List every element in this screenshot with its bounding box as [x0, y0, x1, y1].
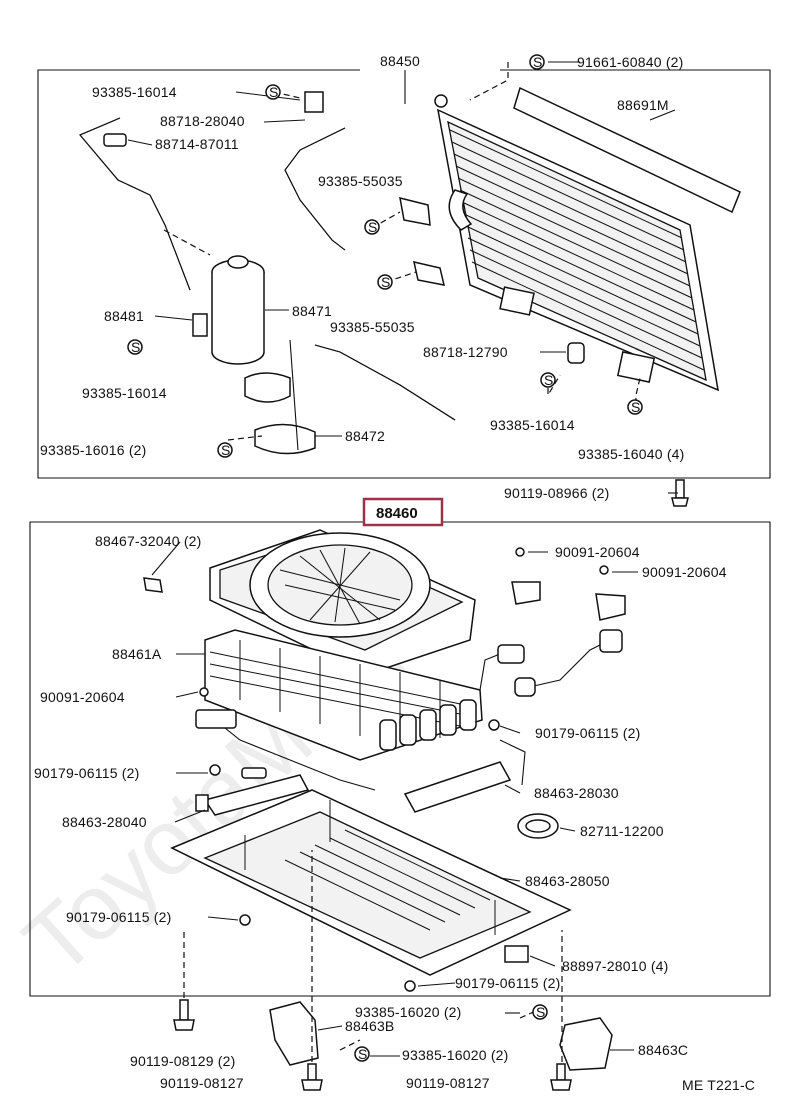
lower-callouts: 88467-32040 (2) 90091-20604 90091-20604 …	[34, 533, 727, 1091]
fan-motor-housing[interactable]	[209, 529, 476, 676]
callout-88463c[interactable]: 88463C	[638, 1042, 688, 1058]
fitting-88714[interactable]	[103, 133, 127, 147]
upper-group-label[interactable]: 88450	[380, 53, 420, 69]
connector-right-a[interactable]	[497, 644, 525, 664]
s-symbols: S S S S S S S S S S	[127, 54, 643, 1062]
wire-harness-left[interactable]	[214, 719, 376, 791]
callout-88463-28050[interactable]: 88463-28050	[525, 873, 610, 889]
lower-group-frame	[29, 521, 771, 997]
callout-90091-20604-b[interactable]: 90091-20604	[642, 564, 727, 580]
relay-bracket-a[interactable]	[511, 581, 541, 605]
lower-group-label[interactable]: 88460	[376, 505, 418, 522]
bolt-90119-08129[interactable]	[173, 999, 195, 1031]
callout-90119-08966[interactable]: 90119-08966 (2)	[504, 485, 609, 501]
fasteners-lower[interactable]	[199, 547, 609, 992]
callout-88691m[interactable]: 88691M	[617, 97, 669, 113]
callout-88718-12790[interactable]: 88718-12790	[423, 344, 508, 360]
clip-88718-12790[interactable]	[567, 342, 585, 364]
svg-text:S: S	[536, 1004, 546, 1020]
bracket-88463-28040[interactable]	[195, 774, 310, 816]
leader-lines	[127, 61, 678, 1057]
lower-tray[interactable]	[170, 789, 572, 976]
svg-text:S: S	[544, 372, 554, 388]
callout-90119-08127-a[interactable]: 90119-08127	[160, 1075, 244, 1091]
svg-text:S: S	[131, 339, 141, 355]
callout-93385-16014-c[interactable]: 93385-16014	[490, 417, 575, 433]
bracket-88463b[interactable]	[269, 1001, 319, 1066]
callout-88461a[interactable]: 88461A	[112, 646, 162, 662]
svg-text:S: S	[358, 1046, 368, 1062]
callout-88463b[interactable]: 88463B	[345, 1018, 394, 1034]
callout-82711-12200[interactable]: 82711-12200	[580, 823, 664, 839]
spacer-88897[interactable]	[504, 945, 529, 963]
callout-88472[interactable]: 88472	[345, 428, 385, 444]
callout-88463-28030[interactable]: 88463-28030	[534, 785, 619, 801]
clamp-82711[interactable]	[517, 813, 559, 839]
bolt-90119-08127-b[interactable]	[550, 1063, 572, 1091]
callout-90119-08127-b[interactable]: 90119-08127	[406, 1075, 490, 1091]
callout-91661-60840[interactable]: 91661-60840 (2)	[577, 54, 684, 70]
svg-text:S: S	[221, 442, 231, 458]
callout-93385-16014-a[interactable]: 93385-16014	[92, 84, 177, 100]
fuse-plug[interactable]	[241, 767, 267, 779]
callout-90091-20604-c[interactable]: 90091-20604	[40, 689, 125, 705]
callout-90179-06115-d[interactable]: 90179-06115 (2)	[455, 975, 560, 991]
bracket-upper-a[interactable]	[399, 196, 431, 226]
callout-88463-28040[interactable]: 88463-28040	[62, 814, 147, 830]
callout-90119-08129[interactable]: 90119-08129 (2)	[130, 1053, 235, 1069]
callout-88714-87011[interactable]: 88714-87011	[155, 136, 239, 152]
callout-90179-06115-a[interactable]: 90179-06115 (2)	[535, 725, 640, 741]
callout-90091-20604-a[interactable]: 90091-20604	[555, 544, 640, 560]
relay-bracket-b[interactable]	[595, 593, 626, 621]
pressure-switch[interactable]	[192, 313, 208, 337]
connector-left[interactable]	[195, 709, 237, 729]
callout-90179-06115-c[interactable]: 90179-06115 (2)	[66, 909, 171, 925]
callout-93385-16016[interactable]: 93385-16016 (2)	[40, 442, 147, 458]
svg-text:S: S	[631, 399, 641, 415]
callout-88718-28040[interactable]: 88718-28040	[160, 113, 245, 129]
lower-dashed-connectors	[183, 850, 563, 1062]
lower-group-label-box	[362, 497, 444, 527]
svg-text:S: S	[381, 274, 391, 290]
callout-93385-16014-b[interactable]: 93385-16014	[82, 385, 167, 401]
connector-plug[interactable]	[514, 677, 536, 697]
bracket-88463-28030[interactable]	[403, 739, 526, 813]
upper-callouts: 91661-60840 (2) 88691M 93385-16014 88718…	[40, 54, 685, 501]
callout-93385-55035-a[interactable]: 93385-55035	[318, 173, 403, 189]
callout-88467-32040[interactable]: 88467-32040 (2)	[95, 533, 202, 549]
evaporator-core[interactable]	[204, 629, 483, 761]
seal-strip[interactable]	[513, 86, 741, 214]
svg-text:S: S	[533, 54, 543, 70]
bolt-90119-08127-a[interactable]	[301, 1063, 323, 1091]
clip-88467[interactable]	[143, 577, 163, 593]
callout-88481[interactable]: 88481	[104, 308, 144, 324]
bolt-90119-08966[interactable]	[671, 479, 689, 507]
clip-88718-28040[interactable]	[304, 91, 324, 113]
drier-bracket[interactable]	[244, 339, 316, 455]
callout-93385-16040[interactable]: 93385-16040 (4)	[578, 446, 685, 462]
callout-90179-06115-b[interactable]: 90179-06115 (2)	[34, 765, 139, 781]
bracket-88463c[interactable]	[559, 1017, 613, 1071]
callout-93385-16020-b[interactable]: 93385-16020 (2)	[402, 1047, 509, 1063]
callout-93385-16020-a[interactable]: 93385-16020 (2)	[355, 1004, 462, 1020]
callout-88471[interactable]: 88471	[292, 303, 332, 319]
connector-right-b[interactable]	[599, 629, 623, 653]
condenser-assembly[interactable]	[434, 94, 719, 392]
diagram-code: ME T221-C	[682, 1077, 755, 1093]
callout-88897-28010[interactable]: 88897-28010 (4)	[562, 958, 669, 974]
upper-group-frame	[37, 69, 771, 479]
svg-text:S: S	[269, 84, 279, 100]
svg-text:S: S	[368, 219, 378, 235]
receiver-drier[interactable]	[211, 255, 265, 365]
bracket-upper-b[interactable]	[413, 261, 445, 286]
callout-93385-55035-b[interactable]: 93385-55035	[330, 319, 415, 335]
